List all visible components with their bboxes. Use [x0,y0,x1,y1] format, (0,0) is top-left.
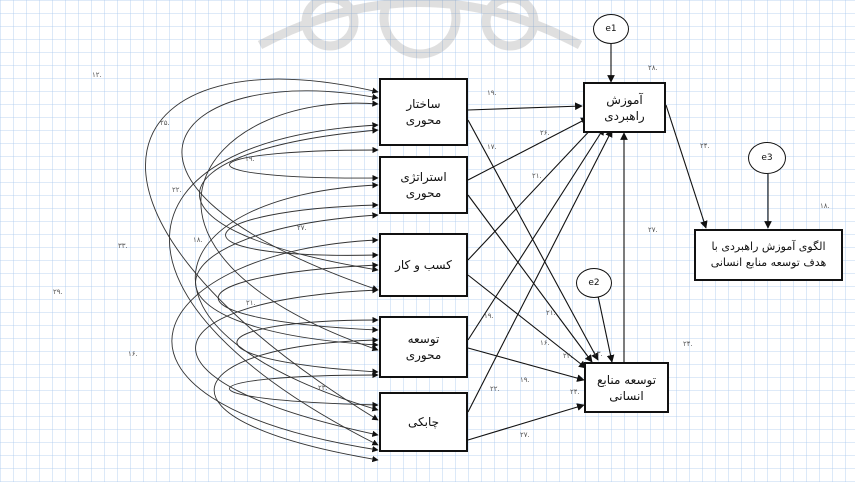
corr-arc [169,122,379,446]
corr-arc [236,316,379,375]
coef-label: .۱۲ [92,71,102,79]
watermark-seal [257,0,583,59]
coef-label: .۱۷ [487,143,497,151]
coef-label: .۲۸ [648,64,658,72]
path-arrow [467,194,593,363]
coef-label: .۲۱ [532,172,542,180]
coef-label: .۲۶ [540,129,550,137]
corr-arc [225,202,379,259]
coef-label: .۱۳ [593,350,603,358]
coef-label: .۱۹ [487,89,497,97]
path-arrow [665,104,708,229]
coef-label: .۲۲ [563,352,573,360]
path-arrow [467,403,585,441]
corr-arc [181,90,379,292]
corr-arc [200,100,379,352]
coef-label: .۲۱ [246,299,256,307]
coef-label: .۲۴ [570,388,580,396]
coef-label: .۲۳ [318,384,328,392]
corr-arc [194,182,379,412]
path-arrow [467,102,583,111]
corr-arc [217,262,379,333]
error-arrow [597,295,615,363]
coef-label: .۲۹ [53,288,63,296]
coef-label: .۲۷ [297,224,307,232]
error-e2: e2 [576,268,612,298]
coef-label: .۱۶ [540,339,550,347]
node-model: الگوی آموزش راهبردی با هدف توسعه منابع ا… [694,229,843,281]
correlation-arcs [145,78,379,463]
coef-label: .۱۹ [520,376,530,384]
corr-arc [229,371,379,409]
coef-label: .۱۸ [820,202,830,210]
path-arrow [467,274,587,369]
error-e1: e1 [593,14,629,44]
corr-arc [195,212,379,348]
node-hr-development: توسعه منابع انسانی [584,362,669,413]
node-strategic-training: آموزش راهبردی [583,82,666,133]
corr-arc [195,287,379,437]
coef-label: .۲۱ [546,309,556,317]
path-arrow [467,347,585,382]
node-business: کسب و کار [379,233,468,297]
node-agility: چابکی [379,392,468,452]
coef-label: .۲۴ [700,142,710,150]
coef-label: .۲۷ [648,226,658,234]
path-arrow [467,123,597,261]
error-e3: e3 [748,142,786,174]
node-strategy-centric: استراتژی محوری [379,156,468,214]
coef-label: .۳۳ [118,242,128,250]
path-arrow [467,127,605,341]
coef-label: .۲۵ [160,119,170,127]
corr-arc [213,336,379,463]
coef-label: .۱۸ [193,236,203,244]
coef-label: .۲۲ [172,186,182,194]
path-arrow [467,117,589,181]
corr-arc [145,78,379,421]
coef-label: .۱۶ [128,350,138,358]
coef-label: .۱۹ [484,312,494,320]
corr-arc [229,146,379,182]
causal-paths [467,44,772,441]
node-structure-centric: ساختار محوری [379,78,468,146]
node-development-centric: توسعه محوری [379,316,468,378]
path-arrow [467,119,599,361]
coef-label: .۲۴ [683,340,693,348]
path-arrow [467,129,613,413]
coef-label: .۲۷ [520,431,530,439]
corr-arc [199,127,379,273]
coef-label: .۲۲ [490,385,500,393]
corr-arc [171,237,379,453]
coef-label: .۱۹ [245,155,255,163]
